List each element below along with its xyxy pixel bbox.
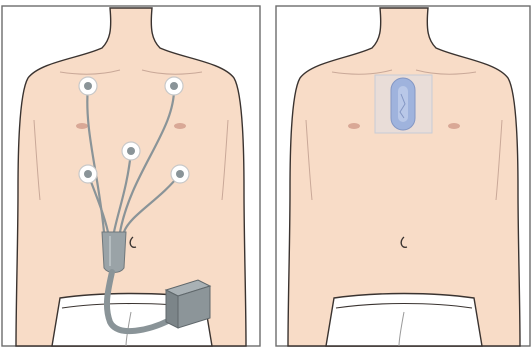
nipple-left [348,123,360,129]
electrode [79,165,97,183]
electrode [165,77,183,95]
holter-panel [2,6,260,346]
electrode [171,165,189,183]
cable-connector [102,232,126,273]
electrode [122,142,140,160]
nipple-right [174,123,186,129]
nipple-left [76,123,88,129]
briefs [326,294,482,347]
nipple-right [448,123,460,129]
electrode [79,77,97,95]
ecg-patch [375,75,432,133]
patch-panel [276,6,530,346]
